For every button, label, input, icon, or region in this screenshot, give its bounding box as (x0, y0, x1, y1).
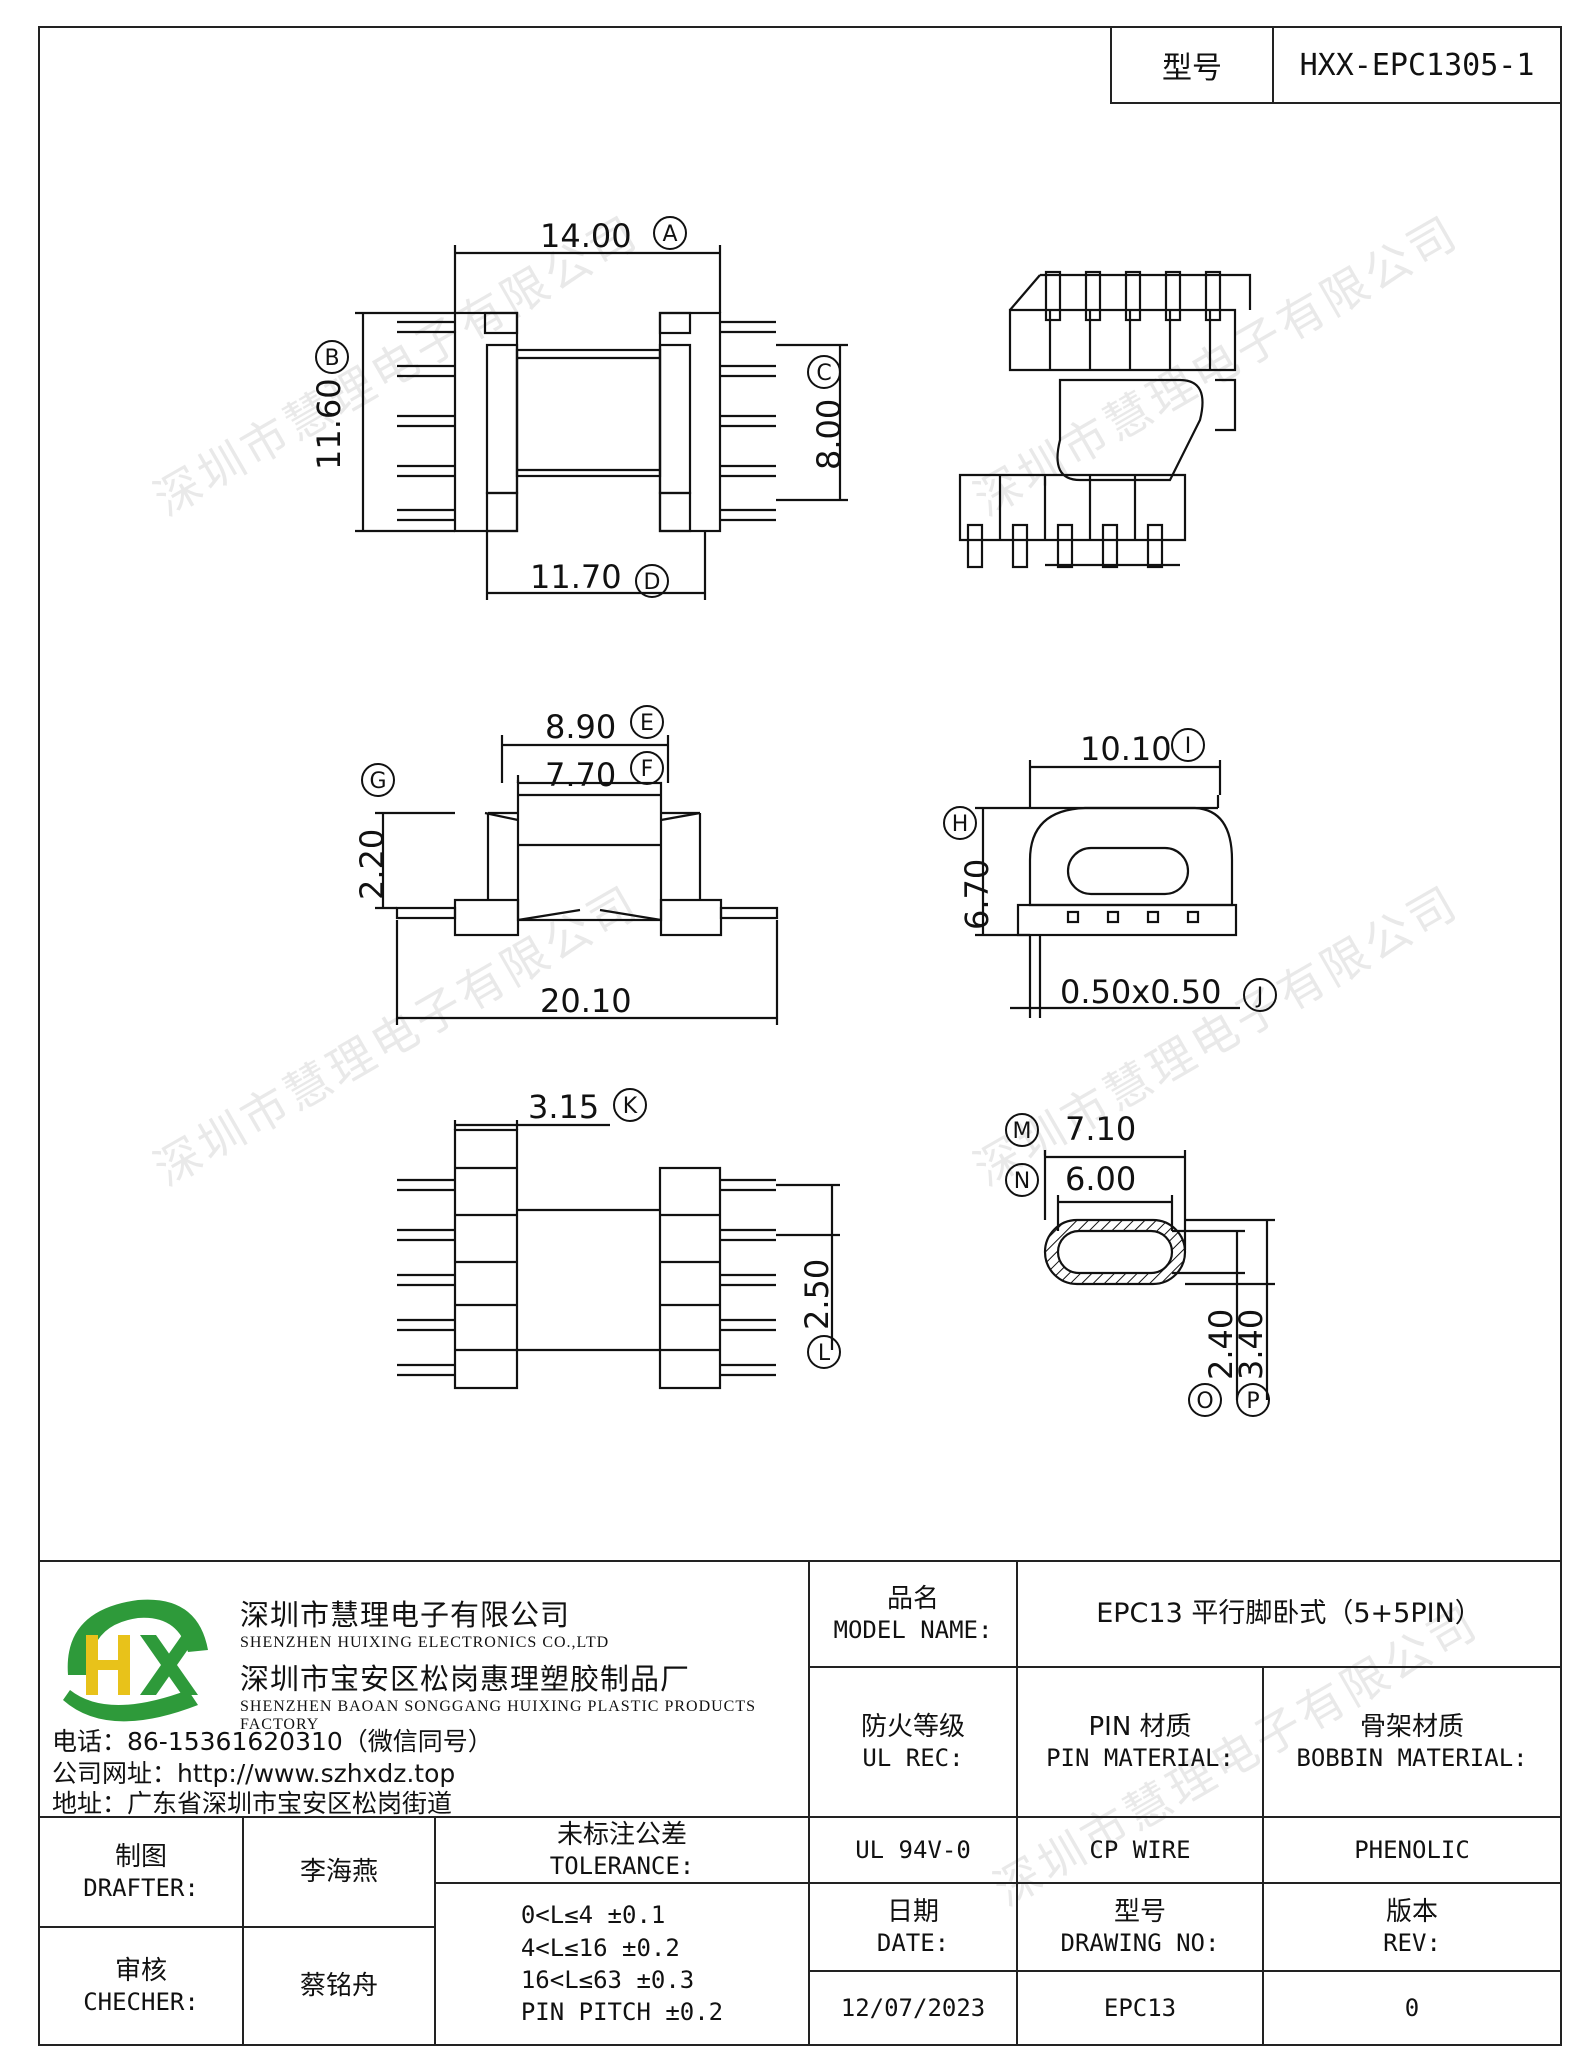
tolerance-line-2: 4<L≤16 ±0.2 (520, 1933, 680, 1962)
side-view (975, 760, 1240, 1018)
company-website: 公司网址：http://www.szhxdz.top (52, 1759, 456, 1788)
title-block: 深圳市慧理电子有限公司 SHENZHEN HUIXING ELECTRONICS… (38, 1560, 1562, 2046)
pin-material-label-zh: PIN 材质 (1088, 1711, 1192, 1742)
ul-rec-value: UL 94V-0 (808, 1816, 1018, 1884)
label-e: E (640, 711, 654, 736)
label-k: K (623, 1094, 638, 1119)
technical-drawing: 14.00 11.60 8.00 11.70 (310, 216, 1277, 1417)
label-f: F (641, 757, 654, 782)
model-name-value: EPC13 平行脚卧式（5+5PIN） (1016, 1560, 1562, 1668)
rev-label-zh: 版本 (1385, 1896, 1438, 1927)
bobbin-material-label-zh: 骨架材质 (1359, 1711, 1464, 1742)
tolerance-values: 0<L≤4 ±0.1 4<L≤16 ±0.2 16<L≤63 ±0.3 PIN … (434, 1882, 810, 2046)
hx-logo (63, 1599, 208, 1722)
dim-c: 8.00 (810, 399, 848, 470)
dim-m: 7.10 (1065, 1110, 1136, 1148)
company-info: 深圳市慧理电子有限公司 SHENZHEN HUIXING ELECTRONICS… (38, 1560, 810, 1818)
tolerance-line-3: 16<L≤63 ±0.3 (520, 1966, 695, 1994)
dim-d: 11.70 (530, 558, 622, 596)
checker-label-zh: 审核 (114, 1955, 167, 1986)
dim-b: 11.60 (310, 378, 348, 470)
label-l: L (818, 1341, 831, 1366)
dim-e: 8.90 (545, 708, 616, 746)
dim-l: 2.50 (798, 1259, 836, 1330)
dim-g: 2.20 (353, 829, 391, 900)
company-address: 地址：广东省深圳市宝安区松岗街道 (52, 1789, 453, 1818)
label-i: I (1185, 734, 1192, 759)
dim-w: 20.10 (540, 982, 632, 1020)
label-n: N (1014, 1169, 1030, 1194)
dim-i: 10.10 (1080, 730, 1172, 768)
dim-o: 2.40 (1202, 1309, 1240, 1380)
ul-rec-label: 防火等级 UL REC: (808, 1666, 1018, 1818)
model-label: 型号 (1112, 28, 1274, 102)
bobbin-material-value: PHENOLIC (1262, 1816, 1562, 1884)
label-j: J (1255, 984, 1264, 1009)
rev-label: 版本 REV: (1262, 1882, 1562, 1972)
tolerance-label-en: TOLERANCE: (549, 1852, 695, 1881)
ul-rec-label-zh: 防火等级 (860, 1711, 965, 1742)
dim-j: 0.50x0.50 (1060, 973, 1221, 1011)
dim-a: 14.00 (540, 217, 632, 255)
drafter-name: 李海燕 (242, 1816, 436, 1928)
drawing-no-value: EPC13 (1016, 1970, 1264, 2046)
bottom-view (397, 1120, 840, 1390)
front-view (375, 735, 779, 1025)
ul-rec-label-en: UL REC: (862, 1744, 964, 1773)
pin-material-label: PIN 材质 PIN MATERIAL: (1016, 1666, 1264, 1818)
label-m: M (1013, 1119, 1032, 1144)
checker-label-en: CHECHER: (83, 1988, 199, 2017)
tolerance-line-1: 0<L≤4 ±0.1 (520, 1901, 666, 1930)
dim-h: 6.70 (958, 859, 996, 930)
label-c: C (816, 361, 831, 386)
section-view (1043, 1150, 1275, 1400)
dim-p: 3.40 (1232, 1309, 1270, 1380)
label-o: O (1196, 1389, 1213, 1414)
dim-n: 6.00 (1065, 1160, 1136, 1198)
checker-label: 审核 CHECHER: (38, 1926, 244, 2046)
company-name-en: SHENZHEN HUIXING ELECTRONICS CO.,LTD (240, 1634, 610, 1651)
rev-value: 0 (1262, 1970, 1562, 2046)
model-number-box: 型号 HXX-EPC1305-1 (1110, 26, 1562, 104)
label-d: D (644, 570, 661, 595)
pin-material-value: CP WIRE (1016, 1816, 1264, 1884)
model-value: HXX-EPC1305-1 (1299, 47, 1535, 83)
label-p: P (1246, 1389, 1259, 1414)
label-b: B (324, 346, 339, 371)
drafter-label: 制图 DRAFTER: (38, 1816, 244, 1928)
model-name-label-zh: 品名 (886, 1583, 939, 1614)
dim-k: 3.15 (528, 1088, 599, 1126)
top-view (355, 245, 848, 600)
isometric-view (958, 270, 1252, 569)
drawing-no-label-en: DRAWING NO: (1060, 1929, 1220, 1958)
drafter-label-en: DRAFTER: (83, 1874, 199, 1903)
tolerance-label-zh: 未标注公差 (556, 1819, 687, 1850)
model-name-label-en: MODEL NAME: (833, 1616, 993, 1645)
dim-f: 7.70 (545, 756, 616, 794)
tolerance-label: 未标注公差 TOLERANCE: (434, 1816, 810, 1884)
rev-label-en: REV: (1383, 1929, 1441, 1958)
label-a: A (662, 222, 677, 247)
label-g: G (369, 769, 386, 794)
drawing-no-label: 型号 DRAWING NO: (1016, 1882, 1264, 1972)
bobbin-material-label-en: BOBBIN MATERIAL: (1296, 1744, 1528, 1773)
factory-name-en: SHENZHEN BAOAN SONGGANG HUIXING PLASTIC … (240, 1698, 757, 1733)
company-name-zh: 深圳市慧理电子有限公司 (240, 1598, 571, 1632)
drafter-label-zh: 制图 (114, 1841, 167, 1872)
tolerance-line-4: PIN PITCH ±0.2 (520, 1998, 724, 2027)
date-label-zh: 日期 (886, 1896, 939, 1927)
drawing-no-label-zh: 型号 (1113, 1896, 1166, 1927)
bobbin-material-label: 骨架材质 BOBBIN MATERIAL: (1262, 1666, 1562, 1818)
company-phone: 电话：86-15361620310（微信同号） (52, 1727, 493, 1756)
model-name-label: 品名 MODEL NAME: (808, 1560, 1018, 1668)
date-label-en: DATE: (876, 1929, 950, 1958)
checker-name: 蔡铭舟 (242, 1926, 436, 2046)
date-value: 12/07/2023 (808, 1970, 1018, 2046)
pin-material-label-en: PIN MATERIAL: (1046, 1744, 1234, 1773)
label-h: H (952, 812, 969, 837)
factory-name-zh: 深圳市宝安区松岗惠理塑胶制品厂 (240, 1662, 691, 1696)
date-label: 日期 DATE: (808, 1882, 1018, 1972)
